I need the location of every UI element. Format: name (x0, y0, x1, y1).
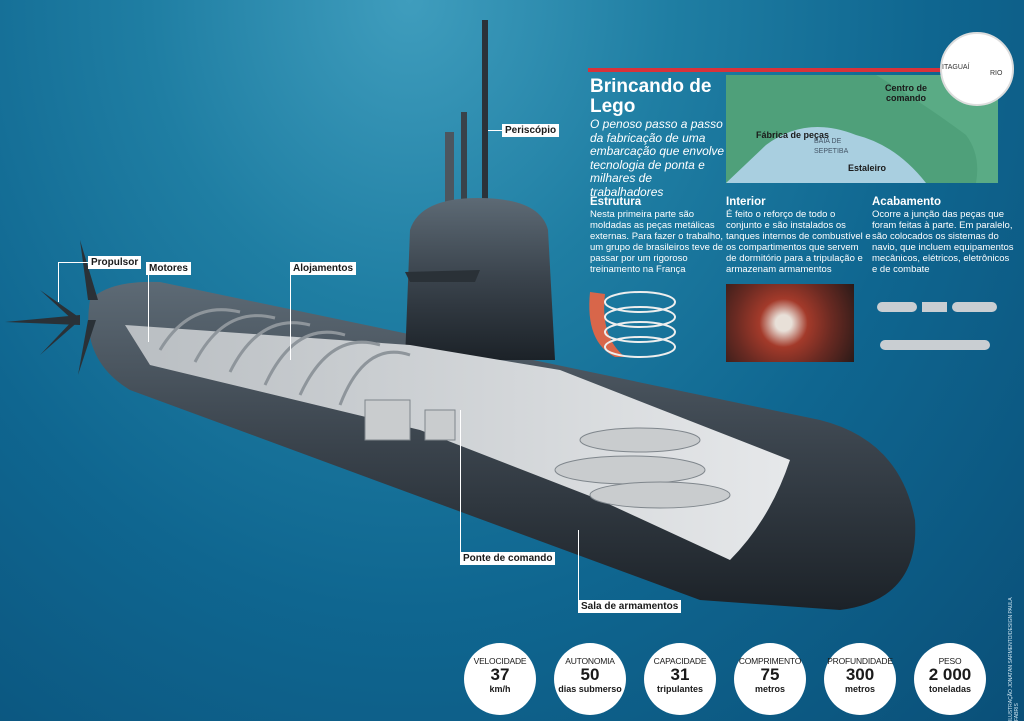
step-text: É feito o reforço de todo o conjunto e s… (726, 209, 871, 275)
globe-label-itaguai: ITAGUAÍ (942, 64, 970, 71)
map-label-shipyard: Estaleiro (848, 163, 887, 173)
step-title: Estrutura (590, 196, 642, 208)
stat-value: 75 (760, 665, 780, 684)
structure-rings-image (589, 291, 676, 358)
intro-text: O penoso passo a passo da fabricação de … (590, 117, 725, 199)
stat-unit: metros (754, 684, 785, 694)
accent-bar (588, 68, 998, 72)
globe-label-rio: RIO (990, 70, 1003, 77)
stat-value: 300 (845, 665, 875, 684)
stat-key: CAPACIDADE (653, 656, 707, 666)
periscope-mast (482, 20, 488, 210)
stat-value: 50 (580, 665, 600, 684)
stat-key: PROFUNDIDADE (827, 656, 893, 666)
map-label-factory: Fábrica de peças (756, 130, 830, 140)
locator-globe: ITAGUAÍ RIO (940, 32, 1014, 106)
propeller (5, 240, 98, 375)
callout-bridge: Ponte de comando (460, 552, 556, 565)
sail (405, 198, 555, 360)
step-text: Ocorre a junção das peças que foram feit… (872, 209, 1014, 275)
stat-unit: metros (844, 684, 875, 694)
step-finishing: Acabamento Ocorre a junção das peças que… (872, 196, 1017, 275)
stat-unit: dias submerso (558, 684, 622, 694)
assembly-sections-image (877, 302, 997, 350)
stat-unit: km/h (489, 684, 511, 694)
page-title: Brincando de Lego (590, 76, 712, 117)
stat-value: 31 (670, 665, 690, 684)
callout-engines: Motores (146, 262, 191, 275)
stat-key: AUTONOMIA (565, 656, 615, 666)
step-interior: Interior É feito o reforço de todo o con… (726, 196, 871, 275)
callout-propeller: Propulsor (88, 256, 142, 269)
callout-quarters: Alojamentos (290, 262, 357, 275)
step-title: Acabamento (872, 196, 942, 208)
interior-photo (726, 284, 854, 362)
step-structure: Estrutura Nesta primeira parte são molda… (590, 196, 735, 275)
callout-weapons: Sala de armamentos (578, 600, 682, 613)
stat-unit: tripulantes (656, 684, 703, 694)
stat-unit: toneladas (928, 684, 971, 694)
credit: ILUSTRAÇÃO JONATAN SARMENTO/DESIGN PAULA… (1008, 597, 1020, 721)
stat-value: 2 000 (928, 665, 972, 684)
stat-key: COMPRIMENTO (738, 656, 802, 666)
stat-key: PESO (938, 656, 962, 666)
step-title: Interior (726, 196, 766, 208)
map-label-bay: BAÍA DE SEPETIBA (814, 138, 849, 155)
map-label-command: Centro de comando (884, 83, 927, 103)
stat-value: 37 (490, 665, 510, 684)
step-text: Nesta primeira parte são moldadas as peç… (590, 209, 724, 275)
stat-key: VELOCIDADE (473, 656, 527, 666)
callout-periscope: Periscópio (502, 124, 560, 137)
